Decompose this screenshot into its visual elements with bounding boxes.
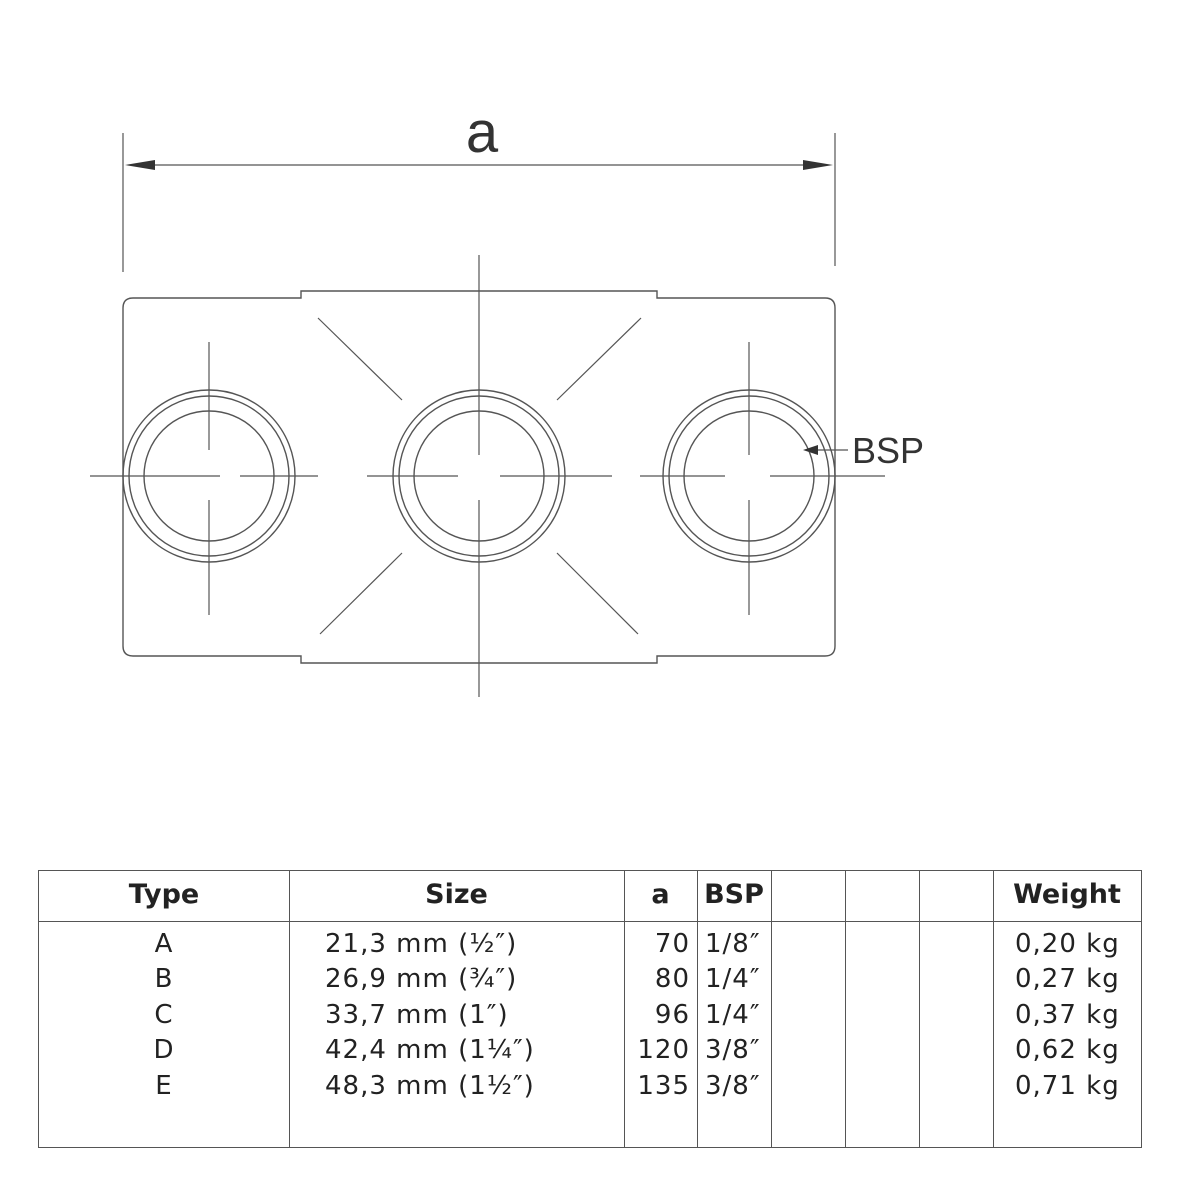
ribs [317, 317, 642, 635]
dimension-arrow-right [803, 160, 833, 170]
column-divider [289, 871, 290, 1147]
header-weight: Weight [1013, 879, 1121, 910]
cell-size-c: 33,7 mm (1″) [325, 1000, 509, 1030]
cell-a-a: 70 [654, 929, 690, 959]
fitting-technical-drawing: a BS [90, 100, 924, 697]
cell-weight-c: 0,37 kg [1015, 1000, 1120, 1030]
cell-weight-b: 0,27 kg [1015, 964, 1120, 994]
cell-size-e: 48,3 mm (1½″) [325, 1071, 535, 1101]
cell-size-b: 26,9 mm (¾″) [325, 964, 518, 994]
column-divider [919, 871, 920, 1147]
cell-a-e: 135 [637, 1071, 690, 1101]
bsp-arrow [803, 445, 818, 455]
left-bore [90, 342, 318, 615]
dimension-arrow-left [125, 160, 155, 170]
cell-type-a: A [154, 929, 174, 959]
cell-a-c: 96 [654, 1000, 690, 1030]
cell-type-b: B [154, 964, 174, 994]
cell-type-c: C [154, 1000, 174, 1030]
cell-bsp-d: 3/8″ [705, 1035, 761, 1065]
center-bore [367, 255, 612, 697]
bsp-label: BSP [852, 430, 924, 471]
cell-type-d: D [153, 1035, 175, 1065]
bsp-callout: BSP [803, 430, 924, 471]
cell-type-e: E [155, 1071, 173, 1101]
cell-a-b: 80 [654, 964, 690, 994]
cell-bsp-c: 1/4″ [705, 1000, 761, 1030]
cell-size-d: 42,4 mm (1¼″) [325, 1035, 535, 1065]
cell-weight-a: 0,20 kg [1015, 929, 1120, 959]
column-divider [624, 871, 625, 1147]
cell-bsp-b: 1/4″ [705, 964, 761, 994]
header-a: a [651, 879, 670, 910]
cell-bsp-a: 1/8″ [705, 929, 761, 959]
header-bsp: BSP [704, 879, 764, 910]
dimension-a: a [122, 100, 836, 272]
column-divider [845, 871, 846, 1147]
header-divider [39, 921, 1141, 922]
cell-weight-d: 0,62 kg [1015, 1035, 1120, 1065]
dimension-label: a [466, 100, 499, 165]
fitting-outline [122, 290, 836, 664]
header-size: Size [425, 879, 488, 910]
cell-weight-e: 0,71 kg [1015, 1071, 1120, 1101]
cell-a-d: 120 [637, 1035, 690, 1065]
column-divider [697, 871, 698, 1147]
cell-size-a: 21,3 mm (½″) [325, 929, 518, 959]
column-divider [771, 871, 772, 1147]
specification-table: Type Size a BSP Weight A 21,3 mm (½″) 70… [38, 870, 1142, 1148]
right-bore [640, 342, 885, 615]
column-divider [993, 871, 994, 1147]
cell-bsp-e: 3/8″ [705, 1071, 761, 1101]
header-type: Type [128, 879, 200, 910]
